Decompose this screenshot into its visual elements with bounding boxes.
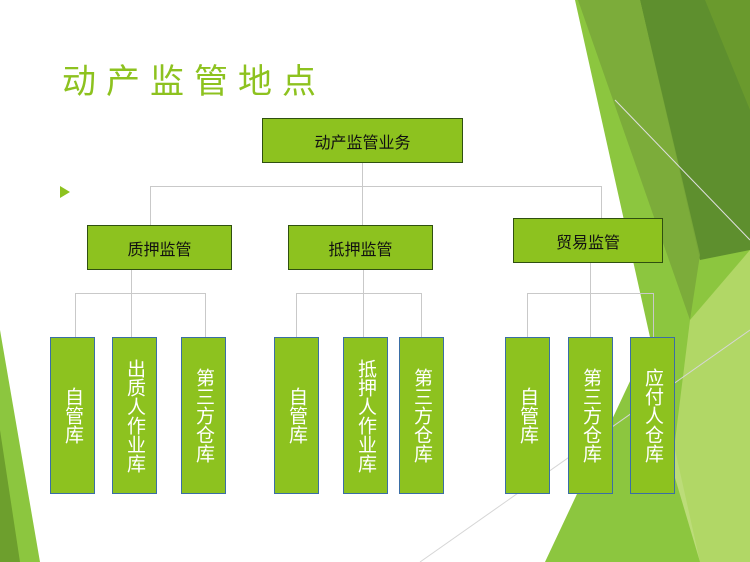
leaf-node: 自管库 [50,337,95,494]
connector-line [296,293,297,337]
page-title: 动产监管地点 [62,62,326,102]
leaf-node: 第三方仓库 [181,337,226,494]
leaf-node: 出质人作业库 [112,337,157,494]
connector-line [296,293,422,294]
connector-line [653,293,654,337]
branch-node-pledge: 质押监管 [87,225,232,270]
connector-line [150,186,602,187]
leaf-node: 自管库 [274,337,319,494]
connector-line [150,186,151,225]
connector-line [601,186,602,219]
connector-line [527,293,528,337]
connector-line [75,293,206,294]
connector-line [205,293,206,337]
leaf-node: 自管库 [505,337,550,494]
connector-line [590,263,591,337]
root-node: 动产监管业务 [262,118,463,163]
connector-line [75,293,76,337]
connector-line [421,293,422,337]
branch-node-mortgage: 抵押监管 [288,225,433,270]
connector-line [131,269,132,337]
leaf-node: 第三方仓库 [568,337,613,494]
leaf-node: 抵押人作业库 [343,337,388,494]
connector-line [362,162,363,225]
bullet-arrow-icon [60,186,70,198]
connector-line [527,293,654,294]
branch-node-trade: 贸易监管 [513,218,663,263]
leaf-node: 应付人仓库 [630,337,675,494]
connector-line [363,269,364,337]
leaf-node: 第三方仓库 [399,337,444,494]
